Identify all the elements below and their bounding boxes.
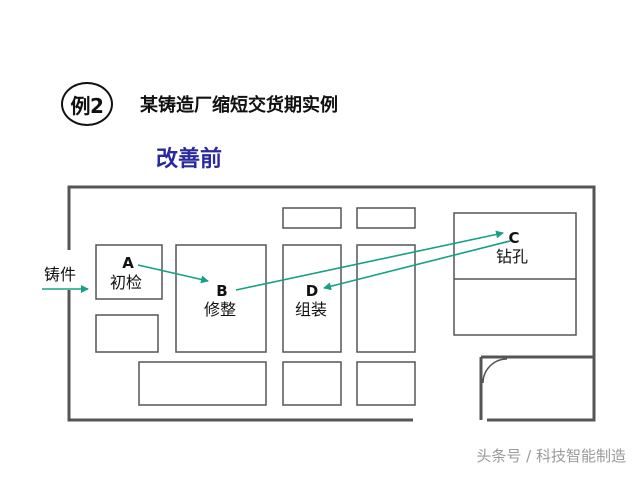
station-d-id: D (305, 282, 319, 300)
station-b-block (175, 244, 267, 353)
station-a-name: 初检 (110, 273, 143, 292)
equipment-blocks (95, 207, 577, 406)
material-flow (42, 230, 511, 293)
flow-a-to-b (137, 264, 209, 284)
input-label: 铸件 (44, 265, 77, 284)
top-small-block-2 (356, 207, 416, 229)
wall-left-bottom (67, 290, 413, 422)
station-d-name: 组装 (295, 300, 328, 319)
station-d-block (282, 244, 342, 353)
example-badge-label: 例2 (70, 93, 104, 118)
slide-title: 某铸造厂缩短交货期实例 (140, 95, 338, 116)
station-a-block (95, 244, 163, 300)
flow-b-to-c (235, 230, 504, 291)
watermark-footer: 头条号 / 科技智能制造 (476, 447, 626, 465)
bottom-block-1 (138, 361, 267, 406)
block-below-a (95, 314, 159, 353)
station-b-id: B (216, 282, 228, 300)
example-badge: 例2 (61, 82, 113, 126)
station-c-name: 钻孔 (496, 247, 529, 266)
station-c-id: C (508, 229, 520, 247)
bottom-block-2 (282, 361, 342, 406)
station-b-name: 修整 (204, 300, 237, 319)
flow-c-to-d (323, 240, 511, 291)
station-a-id: A (122, 254, 134, 272)
top-small-block-1 (282, 207, 342, 229)
factory-walls (67, 185, 596, 422)
station-c-block (453, 212, 577, 336)
slide-subtitle: 改善前 (156, 147, 223, 172)
block-right-of-d (356, 244, 416, 353)
door-swing (482, 358, 508, 384)
bottom-block-3 (356, 361, 416, 406)
wall-left-top (67, 185, 596, 422)
